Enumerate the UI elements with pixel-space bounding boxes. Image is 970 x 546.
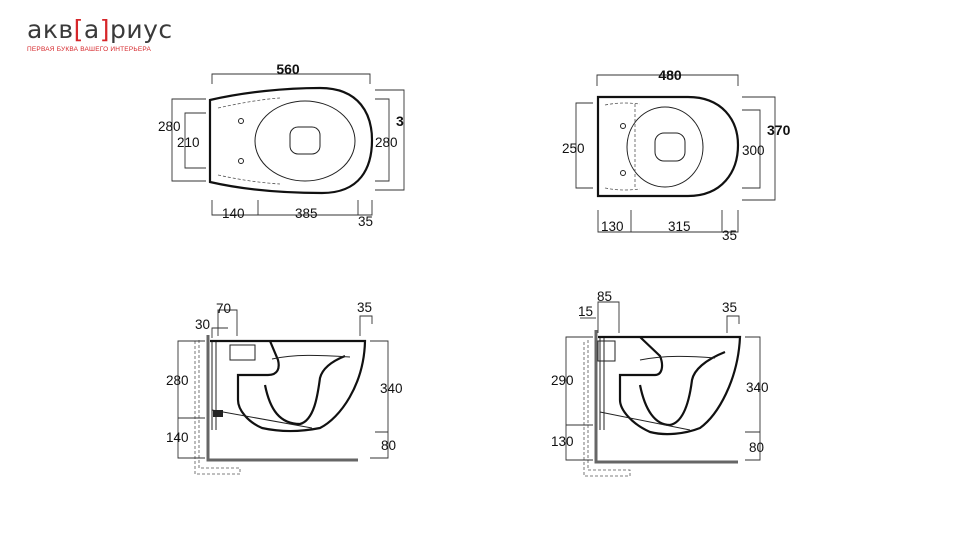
side-view-right: 85 15 35 290 130 340 80	[551, 289, 769, 477]
dim-top-b: 30	[195, 317, 210, 332]
dim-top-a: 70	[216, 301, 231, 316]
dim-width: 480	[658, 67, 682, 83]
dim-seg-c: 35	[358, 214, 373, 229]
dim-top-right: 35	[722, 300, 737, 315]
dim-depth-partial: 3	[396, 113, 404, 129]
side-view-left: 70 30 35 280 140 340 80	[166, 300, 403, 475]
dim-height-a: 280	[166, 373, 189, 388]
dim-top-b: 15	[578, 304, 593, 319]
dim-width: 560	[276, 61, 300, 77]
dim-height-b: 140	[166, 430, 189, 445]
plan-view-left: 560 280 210 3 280 140 385 35	[158, 61, 405, 229]
logo-tagline: ПЕРВАЯ БУКВА ВАШЕГО ИНТЕРЬЕРА	[27, 46, 151, 53]
brand-logo: акв[а]риус ПЕРВАЯ БУКВА ВАШЕГО ИНТЕРЬЕРА	[27, 17, 173, 53]
plan-view-right: 480 250 370 300 130 315 35	[562, 67, 791, 243]
logo-wordmark: акв[а]риус	[27, 15, 173, 44]
dim-seg-b: 315	[668, 219, 691, 234]
dim-floor-offset: 80	[381, 438, 396, 453]
dim-top-a: 85	[597, 289, 612, 304]
dim-seg-a: 140	[222, 206, 245, 221]
dim-height-a: 290	[551, 373, 574, 388]
dim-right-height: 340	[746, 380, 769, 395]
dim-seg-b: 385	[295, 206, 318, 221]
dim-height-b: 130	[551, 434, 574, 449]
dim-left-height: 250	[562, 141, 585, 156]
dim-depth: 370	[767, 122, 791, 138]
dim-outer-height: 280	[158, 119, 181, 134]
dim-seg-a: 130	[601, 219, 624, 234]
dim-right-height: 340	[380, 381, 403, 396]
dim-floor-offset: 80	[749, 440, 764, 455]
dim-seg-c: 35	[722, 228, 737, 243]
dim-right-height: 300	[742, 143, 765, 158]
dim-inner-height: 210	[177, 135, 200, 150]
dim-top-right: 35	[357, 300, 372, 315]
dim-right-height: 280	[375, 135, 398, 150]
